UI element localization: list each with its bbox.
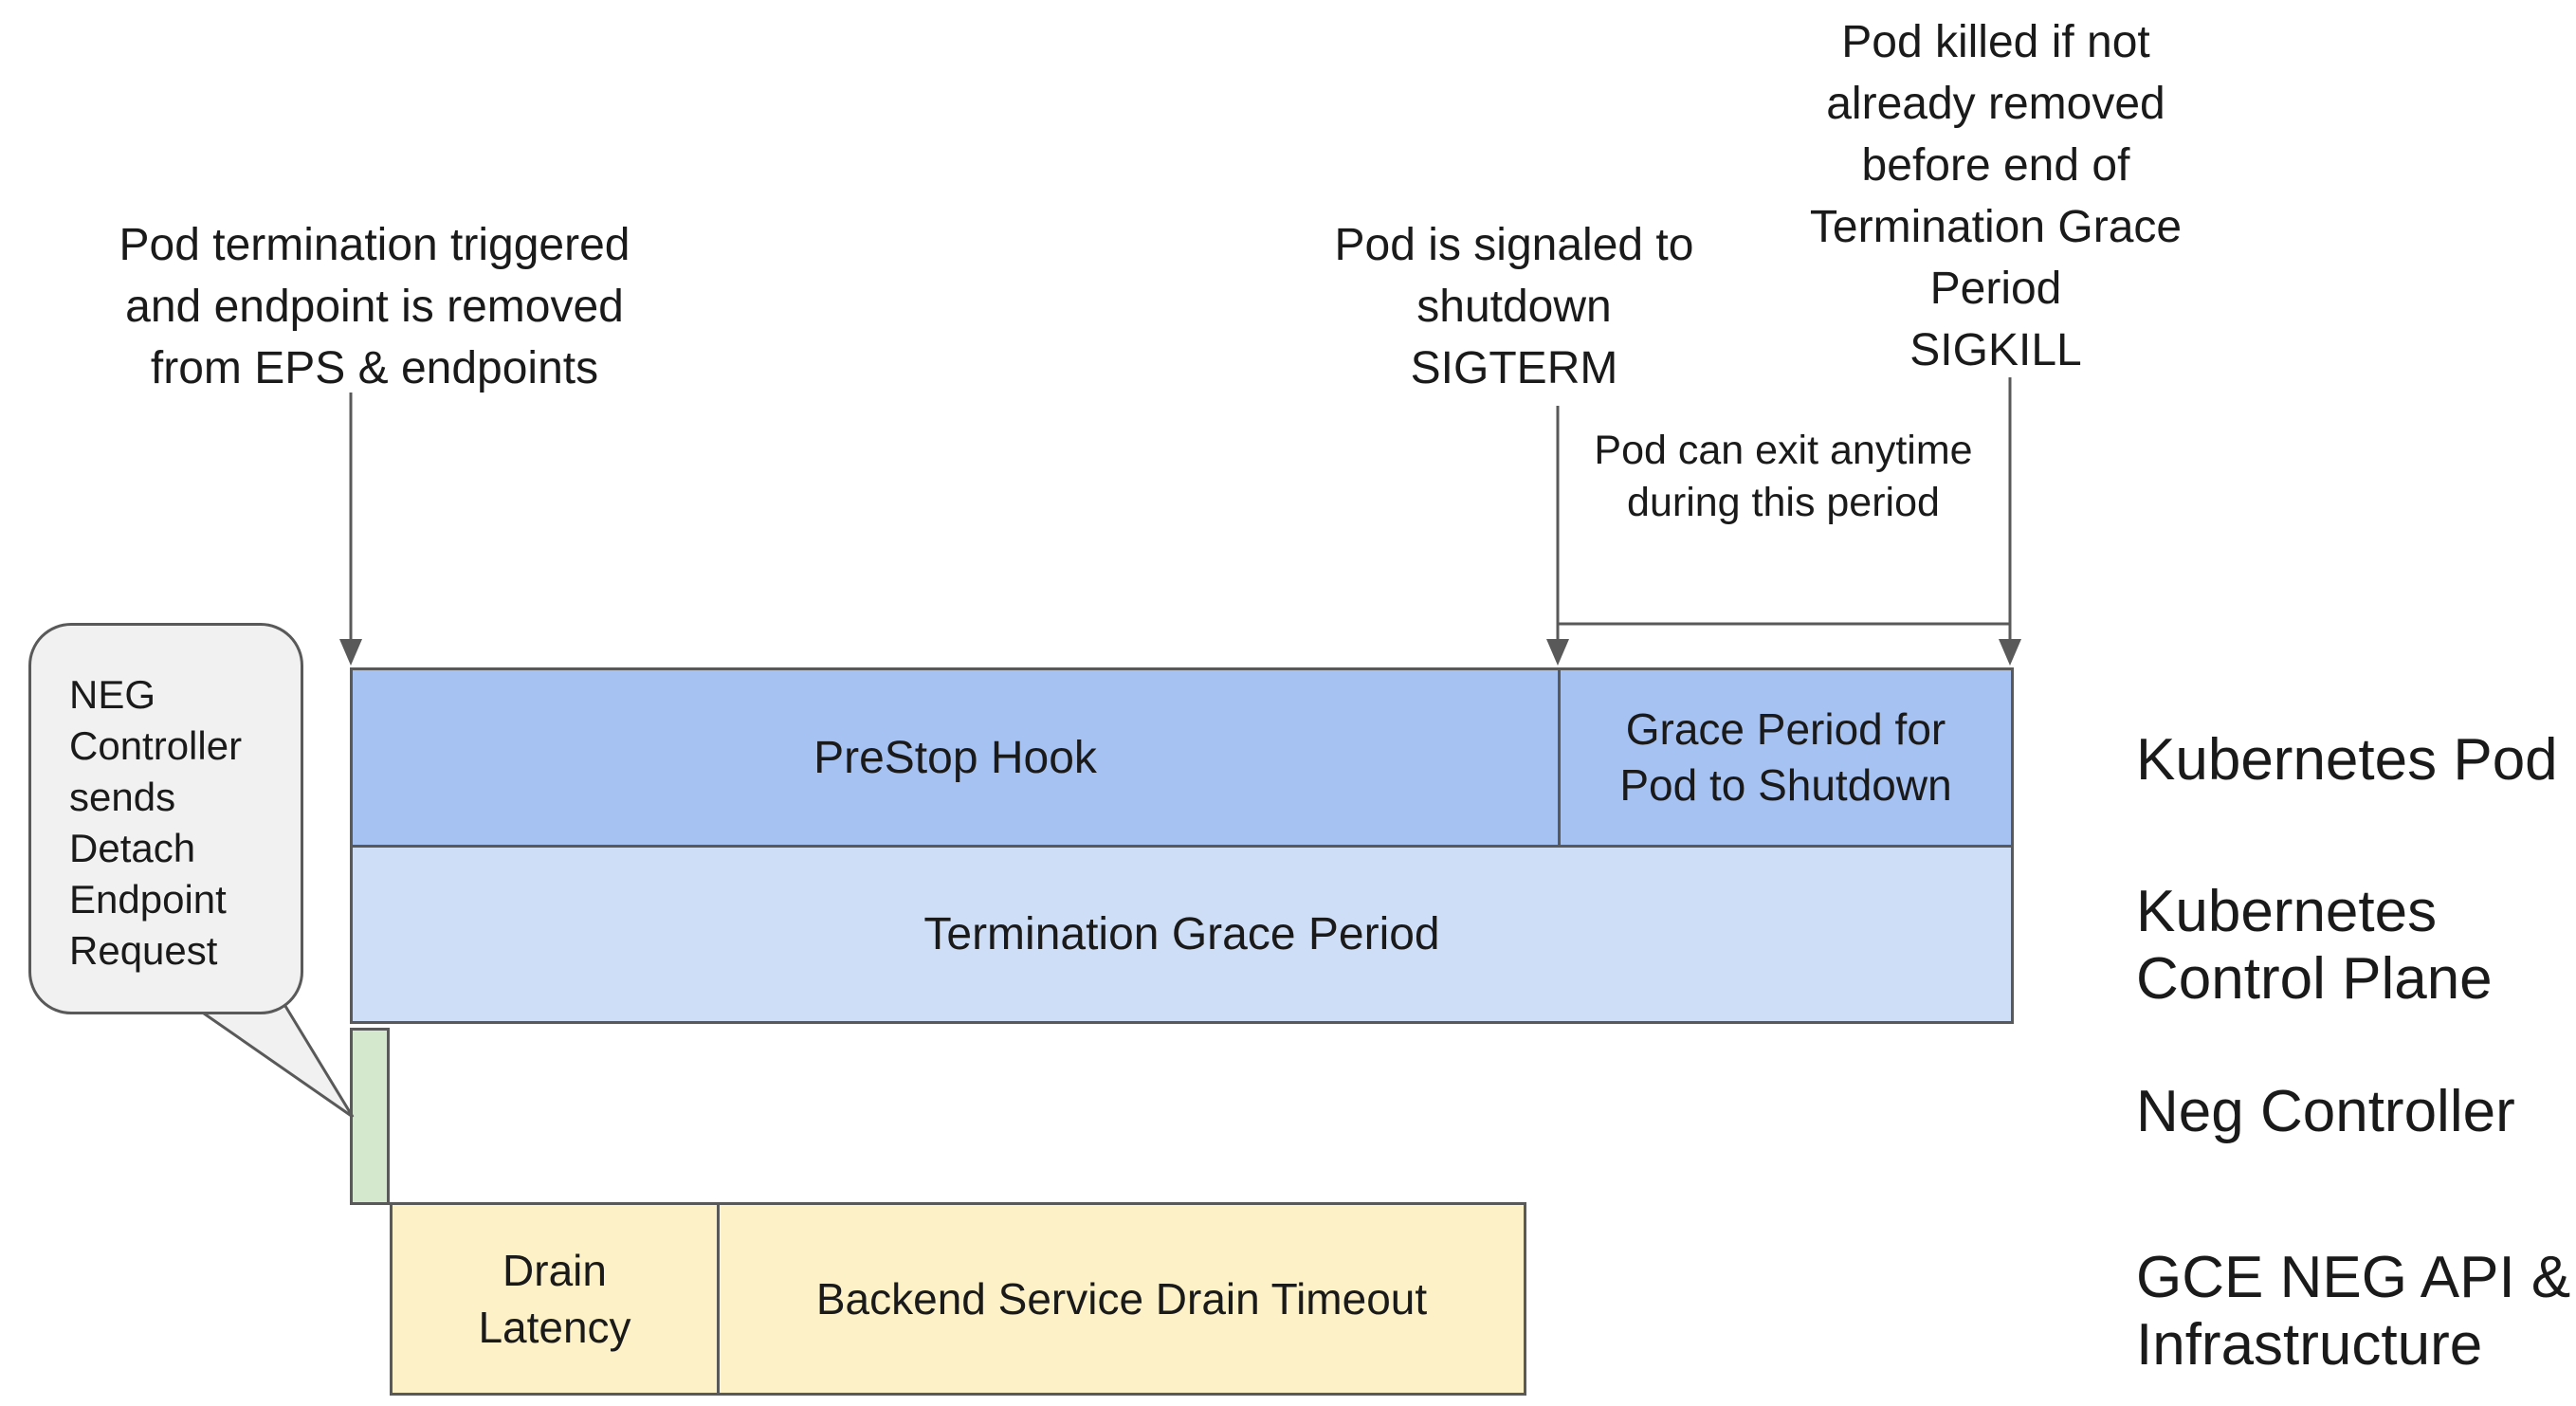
neg-controller-callout-bubble: NEG Controller sends Detach Endpoint Req…	[28, 623, 303, 1014]
annotation-line: Pod can exit anytime	[1594, 428, 1973, 473]
annotation-line: shutdown	[1416, 282, 1612, 332]
annotation-sigkill: Pod killed if not already removed before…	[1810, 11, 2182, 381]
prestop-hook-label: PreStop Hook	[813, 732, 1097, 783]
prestop-hook-bar: PreStop Hook	[350, 667, 1558, 848]
annotation-line: Pod termination triggered	[119, 220, 630, 270]
termination-grace-period-label: Termination Grace Period	[923, 909, 1440, 959]
bubble-line: Request	[69, 928, 218, 973]
lane-label-control-plane: Kubernetes Control Plane	[2136, 878, 2493, 1013]
annotation-line: Termination Grace	[1809, 202, 2183, 252]
bubble-line: sends	[69, 775, 176, 819]
annotation-sigterm: Pod is signaled to shutdown SIGTERM	[1335, 214, 1694, 399]
lane-label-gce-neg: GCE NEG API & Infrastructure	[2136, 1244, 2570, 1379]
drain-latency-label-line: Latency	[478, 1303, 631, 1352]
lane-label-line: Infrastructure	[2136, 1312, 2483, 1378]
bubble-line: NEG	[69, 672, 156, 717]
annotation-line: Pod is signaled to	[1334, 220, 1694, 270]
annotation-line: during this period	[1627, 480, 1940, 525]
grace-period-label-line: Pod to Shutdown	[1619, 760, 1952, 810]
annotation-line: and endpoint is removed	[125, 282, 624, 332]
annotation-line: before end of	[1861, 140, 2130, 191]
bubble-line: Detach	[69, 826, 196, 870]
termination-grace-period-bar: Termination Grace Period	[350, 848, 2014, 1024]
lane-label-kubernetes-pod: Kubernetes Pod	[2136, 727, 2558, 793]
annotation-line: SIGTERM	[1410, 343, 1618, 393]
annotation-line: from EPS & endpoints	[150, 343, 599, 393]
lane-label-neg-controller: Neg Controller	[2136, 1079, 2515, 1144]
lane-label-line: Control Plane	[2136, 946, 2493, 1012]
annotation-line: Pod killed if not	[1841, 17, 2150, 67]
neg-detach-bar	[350, 1028, 390, 1205]
backend-drain-timeout-bar: Backend Service Drain Timeout	[717, 1202, 1526, 1396]
annotation-pod-can-exit: Pod can exit anytime during this period	[1594, 425, 1972, 529]
backend-drain-timeout-label: Backend Service Drain Timeout	[815, 1274, 1428, 1324]
lane-label-line: Kubernetes	[2136, 879, 2438, 944]
arrow-down-icon	[1999, 639, 2021, 666]
lane-label-line: GCE NEG API &	[2136, 1245, 2571, 1310]
drain-latency-bar: Drain Latency	[390, 1202, 717, 1396]
arrow-down-icon	[339, 639, 362, 666]
annotation-pod-termination: Pod termination triggered and endpoint i…	[119, 214, 630, 399]
arrow-down-icon	[1546, 639, 1569, 666]
annotation-line: SIGKILL	[1909, 325, 2082, 375]
annotation-line: Period	[1929, 264, 2062, 314]
grace-period-bar: Grace Period for Pod to Shutdown	[1558, 667, 2014, 848]
annotation-line: already removed	[1826, 79, 2165, 129]
bubble-line: Endpoint	[69, 877, 227, 922]
bubble-line: Controller	[69, 723, 243, 768]
grace-period-label-line: Grace Period for	[1625, 704, 1946, 754]
drain-latency-label-line: Drain	[502, 1246, 607, 1295]
